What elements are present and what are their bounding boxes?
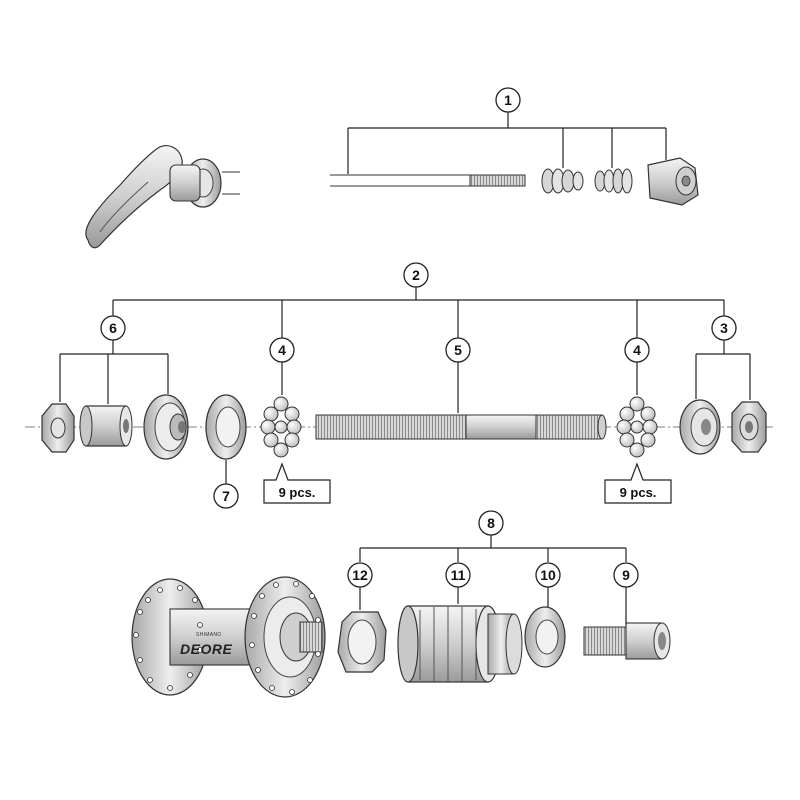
- skewer-adjusting-nut: [647, 157, 699, 206]
- callout-8-number: 8: [487, 515, 495, 531]
- callout-1-number: 1: [504, 92, 512, 108]
- callout-11-number: 11: [451, 567, 466, 583]
- dust-seal-left: [205, 394, 247, 460]
- callout-3: 3: [711, 315, 737, 341]
- callout-3-number: 3: [720, 320, 728, 336]
- callout-9-number: 9: [622, 567, 630, 583]
- freehub-washer: [524, 606, 566, 668]
- callout-10-number: 10: [540, 567, 556, 583]
- callout-2-number: 2: [412, 267, 420, 283]
- hub-model-mark: DEORE: [180, 641, 232, 657]
- freehub-body: [397, 605, 523, 683]
- callout-7: 7: [213, 483, 239, 509]
- skewer-rod: [330, 174, 526, 187]
- lock-nut-right: [731, 401, 767, 453]
- hub-shell: SHIMANO DEORE: [131, 576, 326, 698]
- hub-maker-mark: SHIMANO: [196, 632, 221, 638]
- skewer-spring-small: [594, 168, 633, 194]
- callout-2: 2: [403, 262, 429, 288]
- callout-8: 8: [478, 510, 504, 536]
- callout-1: 1: [495, 87, 521, 113]
- hub-axle: [315, 414, 607, 440]
- spacer-left: [79, 405, 133, 447]
- ball-count-label-right: 9 pcs.: [604, 462, 672, 504]
- lock-nut-left: [41, 403, 75, 453]
- callout-11: 11: [445, 562, 471, 588]
- callout-5-number: 5: [454, 342, 462, 358]
- quick-release-lever: [85, 145, 240, 249]
- callout-7-number: 7: [222, 488, 230, 504]
- freehub-fixing-bolt: [583, 622, 671, 660]
- callout-6: 6: [100, 315, 126, 341]
- callout-4-left-number: 4: [278, 342, 286, 358]
- leader-lines: [59, 112, 751, 625]
- callout-9: 9: [613, 562, 639, 588]
- callout-4-right-number: 4: [633, 342, 641, 358]
- callout-4-right: 4: [624, 337, 650, 363]
- callout-12: 12: [347, 562, 373, 588]
- skewer-spring-large: [541, 168, 584, 194]
- ball-count-text-right: 9 pcs.: [620, 485, 657, 500]
- spoke-holes: [133, 581, 321, 695]
- ball-bearings-left: [260, 396, 302, 458]
- freehub-spacer: [337, 611, 387, 673]
- cone-left: [143, 394, 189, 460]
- callout-10: 10: [535, 562, 561, 588]
- callout-4-left: 4: [269, 337, 295, 363]
- cone-right: [679, 399, 721, 455]
- callout-12-number: 12: [352, 567, 368, 583]
- callout-5: 5: [445, 337, 471, 363]
- callout-6-number: 6: [109, 320, 117, 336]
- ball-count-text-left: 9 pcs.: [279, 485, 316, 500]
- ball-bearings-right: [616, 396, 658, 458]
- ball-count-label-left: 9 pcs.: [263, 462, 331, 504]
